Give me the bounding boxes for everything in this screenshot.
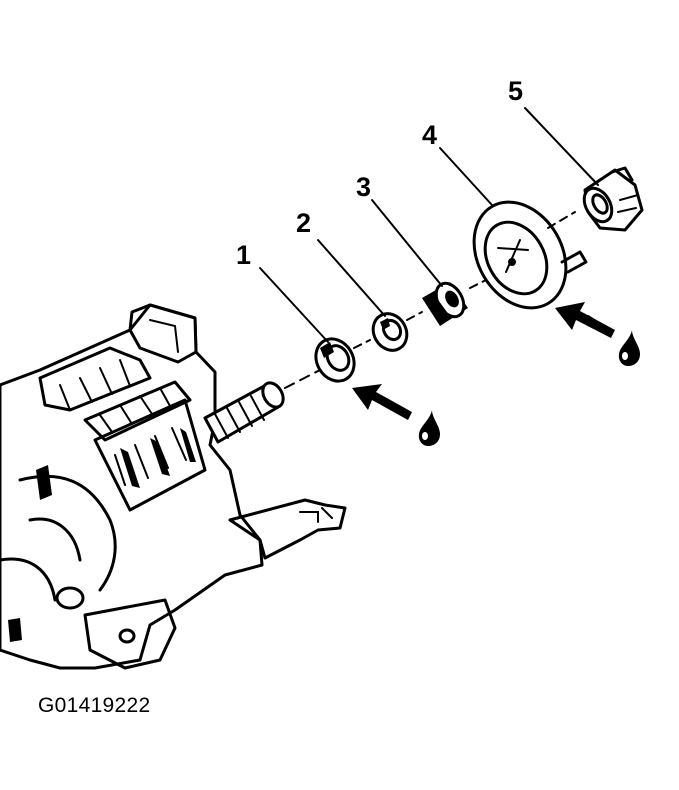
leader-3 xyxy=(371,199,443,287)
part-4 xyxy=(472,200,588,310)
steering-column-housing xyxy=(0,303,347,670)
leader-5 xyxy=(524,107,599,186)
callout-4: 4 xyxy=(422,120,437,150)
callout-1: 1 xyxy=(236,240,251,270)
splined-shaft xyxy=(203,369,321,444)
part-3 xyxy=(422,279,487,326)
leader-lines xyxy=(259,107,599,343)
oil-drop-icon xyxy=(418,410,440,446)
part-5 xyxy=(582,166,644,232)
figure-id: G01419222 xyxy=(38,694,151,717)
callout-5: 5 xyxy=(508,76,523,106)
leader-4 xyxy=(439,147,493,206)
callout-3: 3 xyxy=(356,172,371,202)
leader-2 xyxy=(317,239,386,317)
callout-labels: 1 2 3 4 5 xyxy=(236,76,523,270)
lube-arrow-1 xyxy=(352,384,412,420)
callout-2: 2 xyxy=(296,208,311,238)
leader-1 xyxy=(259,267,329,343)
lube-arrow-2 xyxy=(555,302,615,338)
part-2 xyxy=(371,311,423,352)
part-1 xyxy=(314,337,371,383)
oil-drop-icon xyxy=(618,330,640,366)
